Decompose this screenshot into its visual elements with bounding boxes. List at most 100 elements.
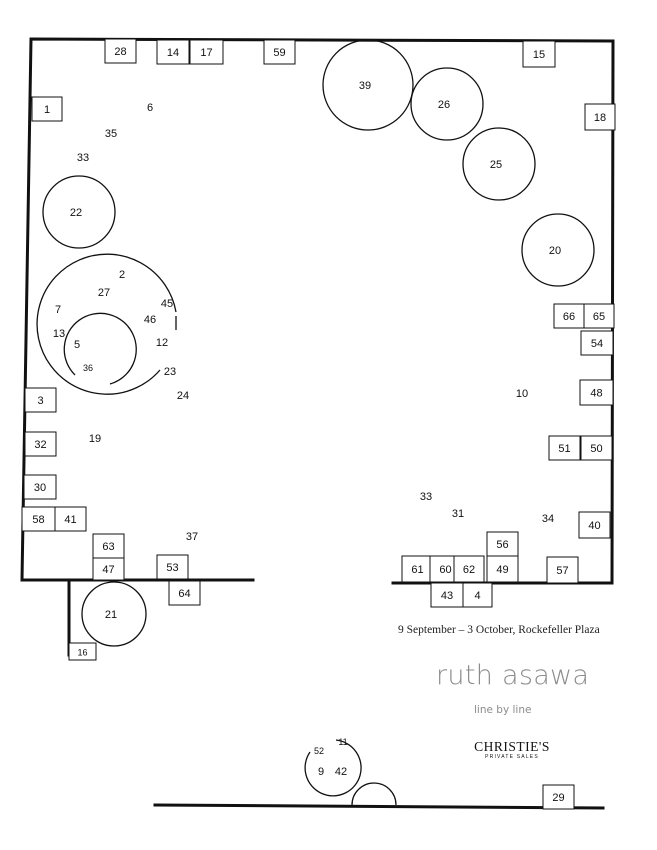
plinth-58: 58 [21, 506, 56, 532]
sculpture-label: 21 [105, 609, 117, 621]
plinth-box [24, 431, 57, 457]
plinth-box [68, 642, 97, 661]
plinth-label: 56 [496, 539, 508, 551]
plinth-box [542, 784, 575, 810]
plinth-box [23, 474, 57, 500]
plinth-label: 62 [463, 564, 475, 576]
sculpture-outline [410, 67, 484, 141]
sculpture-outline [322, 39, 414, 131]
plinth-box [401, 555, 434, 583]
plinth-63: 63 [92, 533, 125, 559]
plinth-label: 60 [439, 564, 451, 576]
floor-marker-33: 33 [77, 152, 89, 164]
plinth-box [24, 387, 57, 413]
plinth-box [553, 303, 585, 329]
sculpture-label: 25 [490, 159, 502, 171]
plinth-28: 28 [104, 38, 137, 64]
plinth-53: 53 [156, 554, 189, 580]
plinth-label: 14 [167, 47, 179, 59]
plinth-49: 49 [486, 555, 519, 583]
floor-marker-5: 5 [74, 339, 80, 351]
plinth-label: 50 [590, 443, 602, 455]
small-ring-sculpture [304, 739, 362, 797]
plinth-65: 65 [583, 303, 615, 329]
plinth-17: 17 [189, 39, 224, 65]
floor-marker-19: 19 [89, 433, 101, 445]
plinth-1: 1 [31, 96, 63, 122]
plinth-label: 47 [102, 564, 114, 576]
plinth-14: 14 [156, 39, 190, 65]
plinth-40: 40 [578, 511, 611, 539]
plinth-label: 57 [556, 565, 568, 577]
plinth-label: 40 [588, 520, 600, 532]
plinth-18: 18 [584, 103, 616, 131]
plinth-box [54, 506, 87, 532]
sculpture-label: 22 [70, 207, 82, 219]
plinth-box [580, 330, 614, 356]
plinth-label: 58 [32, 514, 44, 526]
floor-marker-13: 13 [53, 328, 65, 340]
plinth-box [189, 39, 224, 65]
plinth-4: 4 [462, 582, 493, 608]
plinth-box [31, 96, 63, 122]
hanging-sculpture-22: 22 [42, 175, 116, 249]
hanging-sculpture-39: 39 [322, 39, 414, 131]
plinth-box [462, 582, 493, 608]
plinth-32: 32 [24, 431, 57, 457]
plinth-box [584, 103, 616, 131]
plinth-label: 48 [590, 388, 602, 400]
plinth-61: 61 [401, 555, 434, 583]
plinth-15: 15 [522, 40, 556, 68]
plinth-label: 17 [200, 47, 212, 59]
exhibition-dates: 9 September – 3 October, Rockefeller Pla… [398, 624, 600, 636]
plinth-box [579, 379, 614, 406]
floor-marker-37: 37 [186, 531, 198, 543]
plinth-box [453, 555, 485, 583]
plinth-51: 51 [548, 435, 581, 461]
plinth-3: 3 [24, 387, 57, 413]
plinth-label: 54 [591, 338, 603, 350]
spiral-hanging-sculpture [36, 253, 177, 395]
plinth-label: 32 [34, 439, 46, 451]
hanging-sculpture-25: 25 [462, 127, 536, 201]
plinth-label: 51 [558, 443, 570, 455]
plinth-66: 66 [553, 303, 585, 329]
plinth-50: 50 [580, 435, 613, 461]
plinth-box [430, 582, 464, 608]
plinth-box [168, 580, 201, 606]
plinth-box [156, 554, 189, 580]
plinth-label: 28 [114, 46, 126, 58]
plinth-box [486, 555, 519, 583]
floor-marker-24: 24 [177, 390, 189, 402]
plinth-label: 63 [102, 541, 114, 553]
plinth-label: 15 [533, 49, 545, 61]
plinth-59: 59 [263, 39, 296, 65]
plinth-label: 66 [563, 311, 575, 323]
floor-marker-12: 12 [156, 337, 168, 349]
plinth-64: 64 [168, 580, 201, 606]
exhibition-subtitle: line by line [474, 704, 532, 716]
sculpture-label: 39 [359, 80, 371, 92]
gallery-walls [20, 37, 615, 810]
plinth-label: 61 [411, 564, 423, 576]
floor-marker-31: 31 [452, 508, 464, 520]
exhibition-title: ruth asawa [436, 660, 590, 691]
plinth-47: 47 [92, 557, 125, 581]
floor-marker-33: 33 [420, 491, 432, 503]
plinth-box [548, 435, 581, 461]
floor-marker-23: 23 [164, 366, 176, 378]
floor-marker-6: 6 [147, 102, 153, 114]
plinth-label: 59 [273, 47, 285, 59]
hanging-sculpture-20: 20 [521, 213, 595, 287]
plinth-label: 49 [496, 564, 508, 576]
plinth-label: 16 [77, 648, 87, 658]
plinth-label: 4 [474, 590, 480, 602]
floor-marker-10: 10 [516, 388, 528, 400]
floor-marker-45: 45 [161, 298, 173, 310]
floor-marker-52: 52 [314, 746, 324, 756]
plinth-label: 1 [44, 104, 50, 116]
